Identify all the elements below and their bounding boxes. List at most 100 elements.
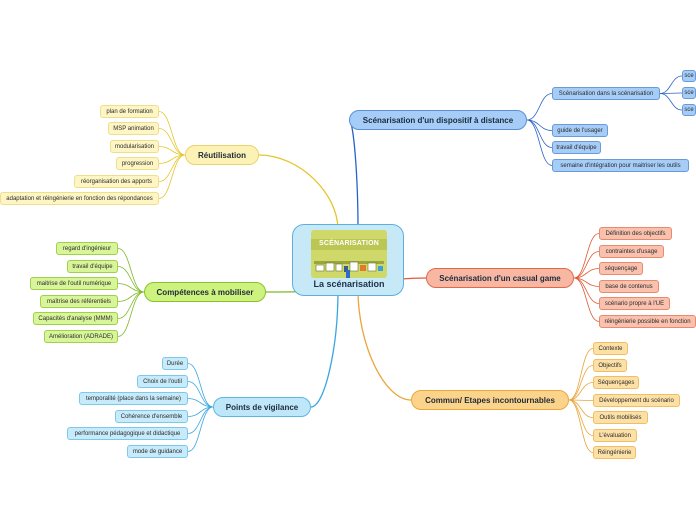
subtopic-dispositif-2[interactable]: sce (682, 104, 696, 116)
branch-dispositif-label: Scénarisation d'un dispositif à distance (362, 115, 514, 125)
topic-dispositif-1-label: guide de l'usager (557, 127, 603, 134)
topic-vigilance-5[interactable]: mode de guidance (127, 445, 188, 458)
leaf-line-commun (568, 365, 594, 401)
leaf-line-commun (568, 348, 594, 401)
leaf-line-commun (568, 399, 594, 453)
topic-reutilisation-1[interactable]: MSP animation (108, 122, 159, 135)
topic-commun-6-label: Réingénierie (597, 449, 632, 456)
leaf-line-commun (568, 382, 594, 401)
topic-casual-3[interactable]: base de contenus (599, 280, 659, 293)
topic-casual-4[interactable]: scénario propre à l'UE (599, 297, 670, 310)
topic-reutilisation-3[interactable]: progression (116, 157, 159, 170)
topic-reutilisation-0-label: plan de formation (106, 108, 153, 115)
topic-casual-2[interactable]: séquençage (599, 262, 643, 275)
topic-casual-5-label: réingénierie possible en fonction (604, 318, 691, 325)
branch-dispositif[interactable]: Scénarisation d'un dispositif à distance (349, 110, 527, 130)
subtopic-dispositif-2-label: sce (684, 107, 694, 113)
topic-dispositif-0[interactable]: Scénarisation dans la scénarisation (552, 87, 660, 100)
topic-casual-1[interactable]: contraintes d'usage (599, 245, 664, 258)
topic-casual-5[interactable]: réingénierie possible en fonction (599, 315, 696, 328)
topic-dispositif-1[interactable]: guide de l'usager (552, 124, 608, 137)
branch-line-vigilance (310, 289, 339, 408)
central-topic-title: La scénarisation (313, 279, 385, 289)
topic-dispositif-2-label: travail d'équipe (556, 144, 597, 151)
branch-casual-label: Scénarisation d'un casual game (439, 273, 561, 283)
topic-vigilance-2-label: temporalité (place dans la semaine) (85, 395, 182, 402)
topic-vigilance-3-label: Cohérence d'ensemble (120, 413, 183, 420)
topic-vigilance-4[interactable]: performance pédagogique et didactique (67, 427, 188, 440)
topic-casual-0[interactable]: Définition des objectifs (599, 227, 672, 240)
branch-casual[interactable]: Scénarisation d'un casual game (426, 268, 574, 288)
leaf-line-competences (117, 266, 145, 293)
topic-commun-2[interactable]: Séquençages (593, 376, 639, 389)
central-topic[interactable]: SCÉNARISATION La scénarisation (292, 224, 404, 296)
topic-competences-0[interactable]: regard d'ingénieur (56, 242, 118, 255)
leaf-line-commun (568, 399, 594, 436)
topic-competences-5[interactable]: Amélioration (ADRADE) (44, 330, 118, 343)
topic-vigilance-0-label: Durée (166, 360, 184, 367)
topic-vigilance-3[interactable]: Cohérence d'ensemble (115, 410, 188, 423)
topic-commun-0[interactable]: Contexte (593, 342, 628, 355)
topic-reutilisation-5[interactable]: adaptation et réingénierie en fonction d… (0, 192, 159, 205)
leaf-line-competences (117, 283, 145, 293)
topic-vigilance-2[interactable]: temporalité (place dans la semaine) (79, 392, 188, 405)
topic-competences-2[interactable]: maitrise de l'outil numérique (30, 277, 118, 290)
subtopic-dispositif-0-label: sce (684, 73, 694, 79)
topic-dispositif-2[interactable]: travail d'équipe (552, 141, 601, 154)
leaf-line-dispositif (526, 119, 553, 166)
topic-reutilisation-4[interactable]: réorganisation des apports (74, 175, 159, 188)
leaf-line-casual (573, 251, 600, 279)
subtopic-line-dispositif (659, 93, 683, 111)
topic-commun-6[interactable]: Réingénierie (593, 446, 636, 459)
central-topic-image: SCÉNARISATION (311, 230, 387, 278)
leaf-line-reutilisation (158, 128, 186, 156)
topic-commun-3[interactable]: Développement du scénario (593, 394, 680, 407)
topic-vigilance-0[interactable]: Durée (162, 357, 188, 370)
topic-commun-5[interactable]: L'évaluation (593, 429, 637, 442)
topic-competences-5-label: Amélioration (ADRADE) (48, 333, 114, 340)
topic-commun-4[interactable]: Outils mobilisés (593, 411, 648, 424)
topic-commun-1[interactable]: Objectifs (593, 359, 627, 372)
topic-reutilisation-1-label: MSP animation (113, 125, 154, 132)
branch-competences-label: Compétences à mobiliser (156, 287, 254, 297)
topic-dispositif-3[interactable]: semaine d'intégration pour maitriser les… (552, 159, 689, 172)
branch-commun[interactable]: Commun/ Etapes incontournables (411, 390, 569, 410)
leaf-line-vigilance (187, 398, 214, 408)
central-image-title: SCÉNARISATION (318, 240, 380, 247)
leaf-line-reutilisation (158, 154, 186, 199)
leaf-line-reutilisation (158, 146, 186, 156)
topic-competences-3[interactable]: maîtrise des référentiels (40, 295, 118, 308)
branch-line-reutilisation (258, 154, 339, 231)
topic-dispositif-3-label: semaine d'intégration pour maitriser les… (560, 162, 681, 169)
topic-reutilisation-4-label: réorganisation des apports (80, 178, 153, 185)
topic-competences-0-label: regard d'ingénieur (62, 245, 112, 252)
branch-commun-label: Commun/ Etapes incontournables (425, 395, 555, 405)
branch-vigilance[interactable]: Points de vigilance (213, 397, 311, 417)
topic-commun-2-label: Séquençages (597, 379, 635, 386)
topic-reutilisation-3-label: progression (121, 160, 154, 167)
topic-vigilance-1[interactable]: Choix de l'outil (137, 375, 188, 388)
topic-competences-1-label: travail d'équipe (72, 263, 113, 270)
subtopic-dispositif-0[interactable]: sce (682, 70, 696, 82)
topic-competences-4-label: Capacités d'analyse (MMM) (38, 315, 113, 322)
branch-competences[interactable]: Compétences à mobiliser (144, 282, 266, 302)
topic-vigilance-4-label: performance pédagogique et didactique (74, 430, 181, 437)
topic-reutilisation-5-label: adaptation et réingénierie en fonction d… (6, 195, 153, 202)
topic-commun-5-label: L'évaluation (599, 432, 631, 439)
topic-casual-4-label: scénario propre à l'UE (604, 300, 665, 307)
leaf-line-casual (573, 233, 600, 279)
branch-reutilisation[interactable]: Réutilisation (185, 145, 259, 165)
topic-reutilisation-0[interactable]: plan de formation (100, 105, 159, 118)
leaf-line-reutilisation (158, 111, 186, 156)
topic-competences-4[interactable]: Capacités d'analyse (MMM) (33, 312, 118, 325)
subtopic-dispositif-1[interactable]: sce (682, 87, 696, 99)
leaf-line-competences (117, 291, 145, 337)
topic-casual-3-label: base de contenus (605, 283, 653, 290)
topic-vigilance-5-label: mode de guidance (132, 448, 183, 455)
branch-line-dispositif (348, 119, 359, 231)
topic-competences-3-label: maîtrise des référentiels (46, 298, 112, 305)
topic-reutilisation-2[interactable]: modularisation (110, 140, 159, 153)
topic-dispositif-0-label: Scénarisation dans la scénarisation (558, 90, 654, 97)
topic-competences-1[interactable]: travail d'équipe (67, 260, 118, 273)
leaf-line-vigilance (187, 406, 214, 452)
